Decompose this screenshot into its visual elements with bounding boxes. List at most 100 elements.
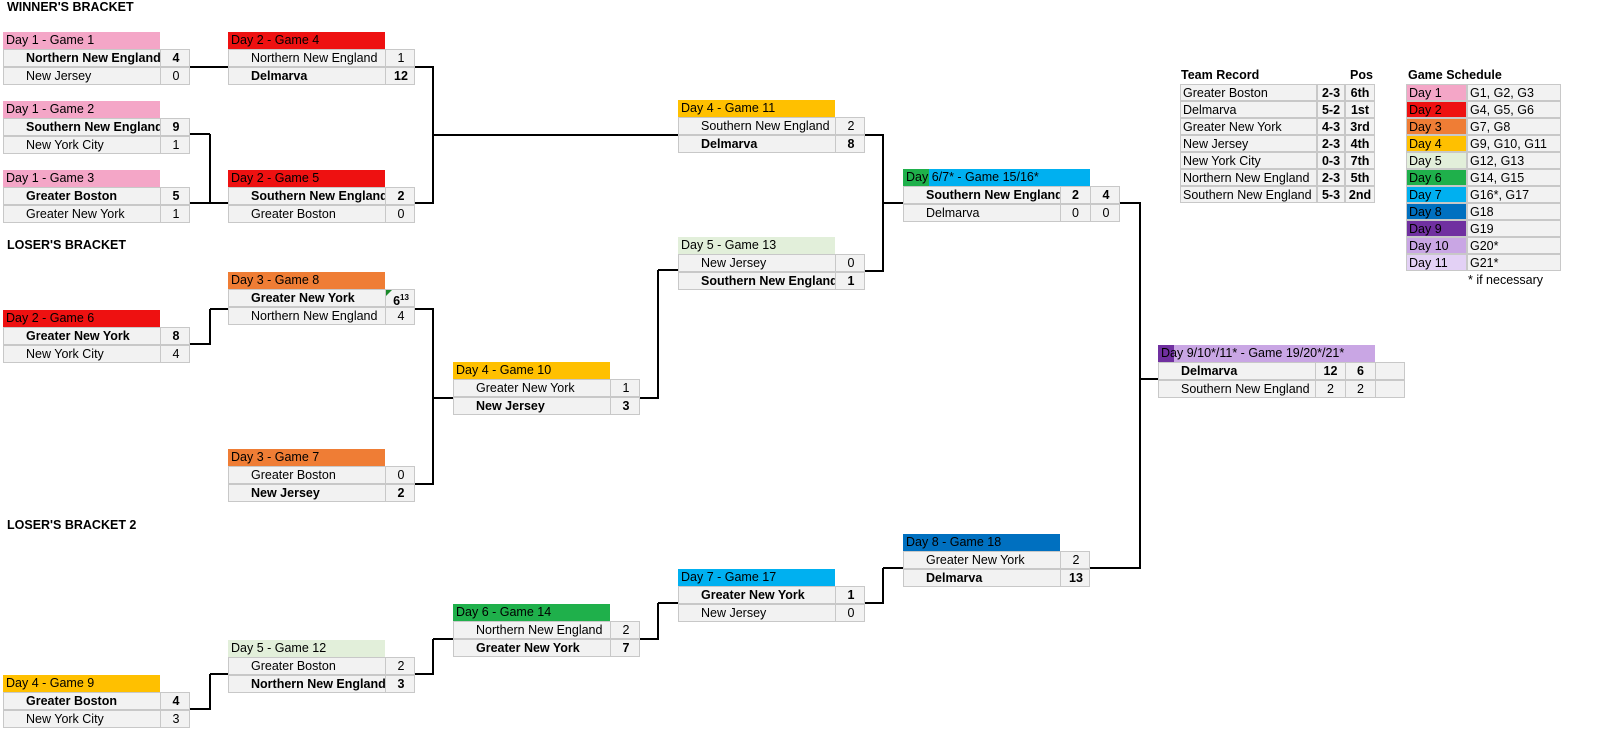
- team-name: New Jersey: [4, 68, 161, 84]
- standings-pos: 2nd: [1345, 186, 1375, 203]
- team-score: 2: [397, 659, 405, 673]
- team-score: 2: [397, 486, 405, 500]
- standings-team: Northern New England: [1180, 169, 1317, 186]
- team-score: 1: [847, 588, 855, 602]
- game-header-g6: Day 2 - Game 6: [3, 310, 160, 327]
- connector-line: [209, 134, 211, 204]
- connector-line: [657, 603, 659, 640]
- team-score: 2: [622, 623, 630, 637]
- connector-line: [415, 202, 433, 204]
- schedule-day: Day 2: [1406, 101, 1467, 118]
- team-name: Southern New England: [904, 187, 1061, 203]
- game-header-g2: Day 1 - Game 2: [3, 101, 160, 118]
- schedule-day: Day 4: [1406, 135, 1467, 152]
- team-name: Delmarva: [229, 68, 386, 84]
- team-row[interactable]: Northern New England 1: [228, 49, 415, 67]
- game-header-g13: Day 5 - Game 13: [678, 237, 835, 254]
- team-row[interactable]: New Jersey 2: [228, 484, 415, 502]
- team-name: Southern New England: [679, 118, 836, 134]
- team-score: 4: [172, 347, 180, 361]
- standings-pos: 4th: [1345, 135, 1375, 152]
- team-name: Greater New York: [4, 328, 161, 344]
- team-name: Greater Boston: [229, 206, 386, 222]
- team-name: Greater Boston: [4, 693, 161, 709]
- connector-line: [658, 602, 678, 604]
- team-score: 4: [1102, 188, 1110, 202]
- game-header-g3: Day 1 - Game 3: [3, 170, 160, 187]
- team-score: 7: [622, 641, 630, 655]
- connector-line: [415, 483, 433, 485]
- team-name: Northern New England: [229, 676, 386, 692]
- schedule-games: G12, G13: [1467, 152, 1561, 169]
- connector-line: [190, 708, 210, 710]
- team-name: New Jersey: [229, 485, 386, 501]
- schedule-header: Game Schedule: [1408, 68, 1502, 82]
- connector-line: [433, 397, 453, 399]
- team-name: Northern New England: [4, 50, 161, 66]
- schedule-games: G18: [1467, 203, 1561, 220]
- connector-line: [190, 66, 228, 68]
- team-row[interactable]: Greater New York 1: [678, 586, 865, 604]
- connector-line: [190, 343, 210, 345]
- team-name: Delmarva: [904, 570, 1061, 586]
- team-name: Northern New England: [229, 50, 386, 66]
- team-score: 2: [1061, 187, 1091, 203]
- team-score: 12: [1316, 363, 1346, 379]
- connector-line: [1140, 378, 1158, 380]
- game-header-g11: Day 4 - Game 11: [678, 100, 835, 117]
- schedule-games: G9, G10, G11: [1467, 135, 1561, 152]
- connector-line: [432, 308, 434, 485]
- team-score: 8: [172, 329, 180, 343]
- connector-line: [883, 567, 903, 569]
- team-row[interactable]: Greater New York 8: [3, 327, 190, 345]
- team-score: 6: [1346, 363, 1376, 379]
- team-name: Greater Boston: [229, 467, 386, 483]
- schedule-day: Day 8: [1406, 203, 1467, 220]
- team-name: Greater Boston: [4, 188, 161, 204]
- team-score: 1: [397, 51, 405, 65]
- game-header-g9: Day 4 - Game 9: [3, 675, 160, 692]
- schedule-day: Day 1: [1406, 84, 1467, 101]
- section-title-losers: LOSER'S BRACKET: [7, 238, 126, 252]
- schedule-games: G20*: [1467, 237, 1561, 254]
- schedule-games: G1, G2, G3: [1467, 84, 1561, 101]
- team-name: Northern New England: [229, 308, 386, 324]
- team-name: Greater New York: [679, 587, 836, 603]
- team-score: 0: [1102, 206, 1110, 220]
- team-score: 1: [847, 274, 855, 288]
- schedule-day: Day 11: [1406, 254, 1467, 271]
- standings-header-pos: Pos: [1350, 68, 1373, 82]
